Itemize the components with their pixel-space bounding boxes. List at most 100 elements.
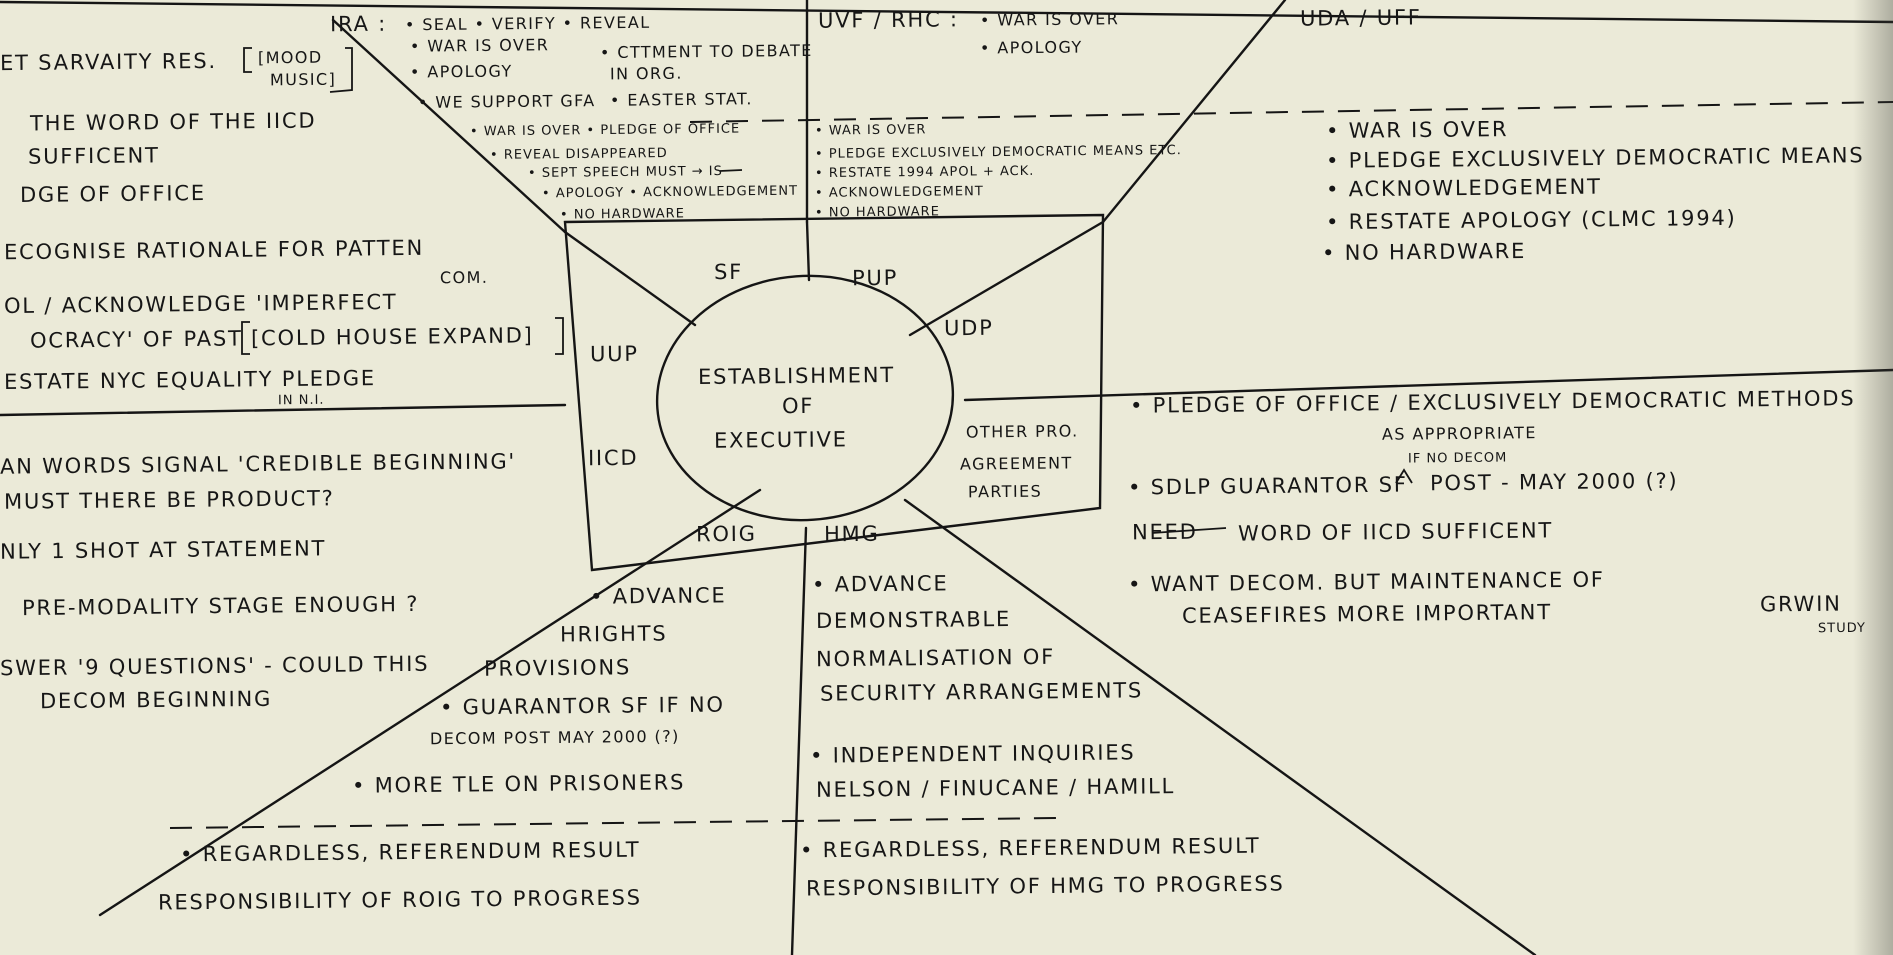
label-iicd: IICD [587, 445, 639, 471]
ur-wedge-4: • ACKNOWLEDGEMENT [814, 184, 984, 201]
midleft-line-3: NLY 1 SHOT AT STATEMENT [0, 536, 327, 564]
bottom-right-line-1: • REGARDLESS, REFERENDUM RESULT [799, 833, 1261, 863]
ur-wedge-3: • RESTATE 1994 APOL + ACK. [814, 163, 1035, 182]
label-udp: UDP [943, 315, 994, 341]
midleft-line-6: DECOM BEGINNING [39, 686, 273, 714]
right-line-3-insert: IF NO DECOM [1407, 450, 1508, 467]
right-line-4: WORD OF IICD SUFFICENT [1237, 518, 1554, 546]
ira-item-seal: • SEAL • VERIFY • REVEAL [404, 12, 651, 35]
left-line-7: OCRACY' OF PAST [COLD HOUSE EXPAND] [29, 323, 534, 353]
ur-wedge-5: • NO HARDWARE [814, 204, 940, 221]
midleft-line-2: MUST THERE BE PRODUCT? [3, 486, 335, 514]
uda-item-2: • PLEDGE EXCLUSIVELY DEMOCRATIC MEANS [1325, 143, 1865, 173]
ur-wedge-2: • PLEDGE EXCLUSIVELY DEMOCRATIC MEANS ET… [814, 143, 1182, 162]
top-border-line [0, 0, 1893, 24]
left-line-5b: COM. [439, 267, 489, 288]
right-line-4-struck: NEED [1131, 519, 1198, 545]
left-line-8: ESTATE NYC EQUALITY PLEDGE [3, 366, 377, 394]
label-other-1: OTHER PRO. [965, 421, 1079, 442]
diagonal-upper-right-inner [908, 220, 1105, 337]
label-roig: ROIG [695, 521, 757, 547]
ira-header: IRA : [329, 11, 388, 37]
left-line-8b: IN N.I. [277, 392, 325, 409]
right-line-5: • WANT DECOM. BUT MAINTENANCE OF [1127, 567, 1605, 597]
uda-item-4: • RESTATE APOLOGY (CLMC 1994) [1325, 205, 1737, 235]
left-line-2: THE WORD OF THE IICD [29, 108, 317, 136]
right-line-6b: GRWIN [1759, 591, 1842, 617]
label-sf: SF [713, 259, 744, 285]
roig-line-6: • MORE TLE ON PRISONERS [351, 770, 686, 798]
uvf-item-war-over: • WAR IS OVER [979, 9, 1120, 30]
arrow-shaft [719, 169, 743, 172]
diagonal-lower-right [903, 498, 1537, 955]
ul-wedge-5: • NO HARDWARE [559, 206, 685, 223]
label-pup: PUP [851, 265, 899, 291]
center-vertical-bottom [790, 526, 808, 955]
uda-item-5: • NO HARDWARE [1321, 238, 1527, 266]
insert-caret [1395, 468, 1413, 484]
parties-box [563, 213, 1105, 572]
mood-bracket-right [329, 47, 353, 93]
right-horizontal-divider [963, 368, 1893, 402]
right-line-3b: POST - MAY 2000 (?) [1429, 468, 1679, 496]
right-line-3: • SDLP GUARANTOR SF [1127, 472, 1408, 500]
roig-line-5: DECOM POST MAY 2000 (?) [429, 726, 680, 749]
label-hmg: HMG [823, 521, 880, 547]
left-music: MUSIC] [269, 69, 337, 90]
diagonal-lower-left [98, 488, 762, 917]
center-vertical-box [805, 220, 811, 282]
diagonal-upper-right [1101, 0, 1287, 224]
left-line-5: ECOGNISE RATIONALE FOR PATTEN [3, 235, 425, 265]
left-mood: [MOOD [257, 47, 323, 68]
roig-line-4: • GUARANTOR SF IF NO [439, 692, 725, 720]
uda-header: UDA / UFF [1299, 5, 1422, 31]
ur-wedge-1: • WAR IS OVER [814, 122, 927, 139]
ira-item-support-gfa: • WE SUPPORT GFA [417, 91, 596, 112]
left-line-1: ET SARVAITY RES. [0, 48, 218, 76]
cold-house-bracket-left [241, 321, 250, 355]
hmg-line-1: • ADVANCE [811, 571, 949, 597]
label-uup: UUP [589, 341, 639, 367]
dashed-divider-top [689, 101, 1893, 123]
left-line-3: SUFFICENT [27, 143, 160, 169]
diagonal-upper-left-inner [563, 230, 697, 327]
hmg-line-4: SECURITY ARRANGEMENTS [819, 678, 1144, 706]
hmg-line-6: NELSON / FINUCANE / HAMILL [815, 774, 1176, 802]
uda-item-1: • WAR IS OVER [1325, 117, 1509, 143]
midleft-line-1: AN WORDS SIGNAL 'CREDIBLE BEGINNING' [0, 449, 517, 479]
ul-wedge-1: • WAR IS OVER • PLEDGE OF OFFICE [469, 121, 741, 140]
ul-wedge-3: • SEPT SPEECH MUST → IS [527, 163, 723, 182]
roig-line-3: PROVISIONS [483, 655, 632, 681]
ul-wedge-2: • REVEAL DISAPPEARED [489, 146, 668, 163]
roig-line-2: HRIGHTS [559, 621, 668, 647]
dashed-divider-bottom [169, 817, 1061, 829]
center-line-1: ESTABLISHMENT [697, 362, 896, 390]
roig-line-1: • ADVANCE [589, 583, 727, 609]
ira-item-apology: • APOLOGY [409, 61, 513, 82]
label-other-3: PARTIES [967, 481, 1043, 502]
ira-item-easter: • EASTER STAT. [609, 89, 753, 110]
ul-wedge-4: • APOLOGY • ACKNOWLEDGEMENT [541, 183, 799, 202]
right-line-6c: STUDY [1817, 620, 1867, 637]
label-other-2: AGREEMENT [959, 453, 1073, 474]
right-line-2: AS APPROPRIATE [1381, 423, 1537, 444]
bottom-left-line-2: RESPONSIBILITY OF ROIG TO PROGRESS [157, 885, 642, 915]
left-line-6: OL / ACKNOWLEDGE 'IMPERFECT [3, 289, 398, 319]
hmg-line-2: DEMONSTRABLE [815, 606, 1012, 634]
ira-item-commitment: • CTTMENT TO DEBATE [599, 40, 813, 63]
hmg-line-3: NORMALISATION OF [815, 644, 1056, 672]
uda-item-3: • ACKNOWLEDGEMENT [1325, 174, 1602, 202]
midleft-line-4: PRE-MODALITY STAGE ENOUGH ? [21, 591, 420, 621]
midleft-line-5: SWER '9 QUESTIONS' - COULD THIS [0, 651, 430, 681]
ira-item-war-over: • WAR IS OVER [409, 35, 550, 56]
bottom-right-line-2: RESPONSIBILITY OF HMG TO PROGRESS [805, 871, 1285, 901]
center-circle [655, 274, 955, 522]
strike-through [1151, 527, 1227, 534]
right-line-6: CEASEFIRES MORE IMPORTANT [1181, 600, 1553, 628]
left-line-4: DGE OF OFFICE [19, 181, 207, 207]
bottom-left-line-1: • REGARDLESS, REFERENDUM RESULT [179, 837, 641, 867]
diagonal-upper-left [331, 18, 567, 234]
ira-item-in-org: IN ORG. [609, 63, 683, 84]
